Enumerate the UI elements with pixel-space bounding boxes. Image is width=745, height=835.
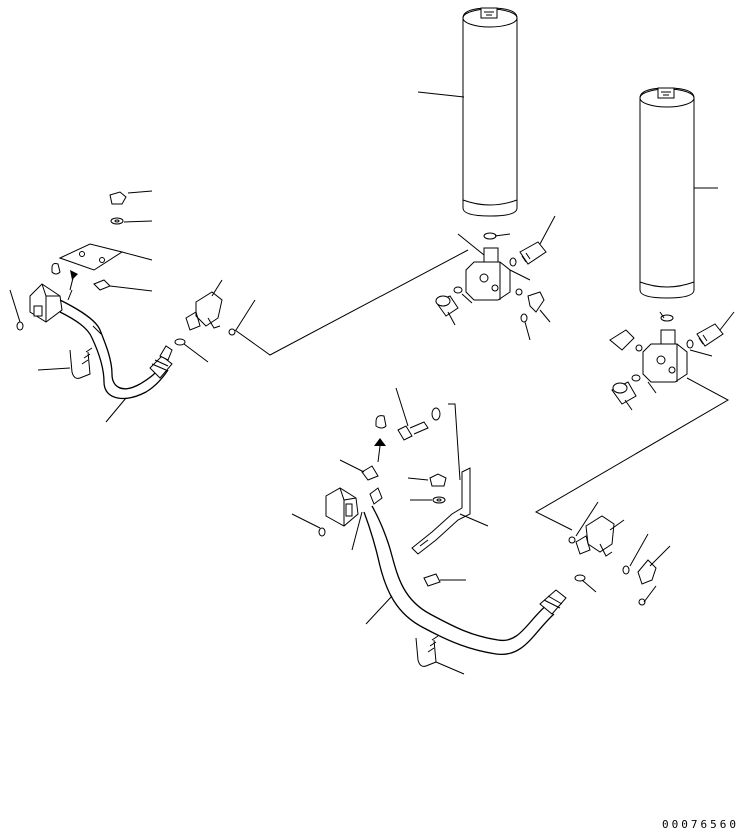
seal-ring-lower-5 xyxy=(638,598,646,606)
leader-line xyxy=(447,311,456,326)
leader-line xyxy=(457,233,485,256)
leader-line xyxy=(351,511,363,551)
leader-line xyxy=(211,279,223,297)
leader-line xyxy=(539,309,551,323)
hose-end-lower xyxy=(539,589,567,615)
leader-line xyxy=(291,513,321,529)
valve-block-right xyxy=(642,314,688,383)
leader-line xyxy=(105,397,127,423)
leader-line xyxy=(365,595,393,625)
leader-line xyxy=(689,349,713,357)
arrow-left xyxy=(69,270,78,291)
bolt-lower xyxy=(397,421,429,441)
elbow-lower xyxy=(637,559,657,585)
clip-lower-top xyxy=(361,465,379,481)
leader-line xyxy=(183,343,209,363)
leader-line xyxy=(524,321,531,341)
seal-ring-lower-2 xyxy=(568,536,576,544)
seal-ring-left xyxy=(174,338,186,346)
seal-ring-lower-4 xyxy=(622,565,630,575)
connection-line xyxy=(448,403,461,481)
harness-lower-outer xyxy=(363,511,555,655)
leader-line xyxy=(643,585,657,603)
leader-line xyxy=(539,215,556,245)
grommet-lower xyxy=(375,415,387,429)
leader-line xyxy=(461,293,473,304)
elbow-left-1 xyxy=(515,288,545,323)
u-clamp-left xyxy=(69,347,93,379)
fitting-right-1 xyxy=(686,323,724,349)
harness-left-outer xyxy=(59,311,169,400)
washer-lower-top xyxy=(431,407,441,421)
clip-left xyxy=(93,279,111,291)
leader-line xyxy=(9,289,21,323)
hose-end-left xyxy=(149,345,173,379)
nut-left xyxy=(109,191,127,205)
connection-line xyxy=(234,249,469,356)
seal-ring-left-2 xyxy=(228,328,236,336)
leader-line xyxy=(649,545,671,567)
leader-line xyxy=(609,519,625,531)
leader-line xyxy=(395,387,409,427)
leader-line xyxy=(647,381,657,394)
washer-lower xyxy=(432,496,446,504)
drawing-number: 00076560 xyxy=(662,818,739,831)
seal-ring-lower-1 xyxy=(318,527,326,537)
leader-line xyxy=(494,233,511,237)
plug-left-1 xyxy=(435,286,463,317)
arrow-lower xyxy=(374,438,386,463)
leader-line xyxy=(417,91,465,98)
u-clamp-lower xyxy=(415,635,439,667)
seal-ring-lower-3 xyxy=(574,574,586,582)
plug-right-1 xyxy=(611,374,641,405)
leader-line xyxy=(37,367,71,371)
leader-line xyxy=(629,533,649,567)
harness-joint xyxy=(92,325,102,335)
leader-line xyxy=(435,661,465,675)
seal-ring-left-3 xyxy=(16,321,24,331)
leader-line xyxy=(407,477,429,481)
bracket-plate-left xyxy=(58,243,124,271)
grommet-left xyxy=(51,263,61,275)
harness-left xyxy=(59,299,163,390)
elbow-right-1 xyxy=(609,329,643,352)
bracket-lower xyxy=(411,467,471,555)
accumulator-cylinder-right xyxy=(639,87,695,299)
leader-line xyxy=(109,285,153,292)
sensor-connector-left xyxy=(29,283,63,323)
leader-line xyxy=(575,501,599,537)
leader-line xyxy=(509,269,531,281)
leader-line xyxy=(339,459,365,473)
leader-line xyxy=(121,251,153,261)
nut-lower xyxy=(429,473,447,487)
accumulator-cylinder-left xyxy=(462,7,518,217)
leader-line xyxy=(459,513,489,527)
valve-block-left xyxy=(465,232,511,301)
leader-line xyxy=(624,399,633,411)
connection-line xyxy=(534,377,730,531)
leader-line xyxy=(67,289,73,301)
sensor-left xyxy=(185,291,223,331)
leader-line xyxy=(123,220,153,223)
washer-left xyxy=(110,217,124,225)
leader-line xyxy=(581,579,597,593)
leader-line xyxy=(719,311,735,331)
sensor-lower xyxy=(575,515,615,557)
leader-line xyxy=(235,299,256,331)
sensor-connector-lower xyxy=(325,487,359,527)
fitting-left-1 xyxy=(509,241,547,267)
leader-line xyxy=(659,311,665,319)
fitting-lower-top xyxy=(369,487,383,505)
clip-lower xyxy=(423,573,441,587)
harness-lower xyxy=(371,505,549,641)
leader-line xyxy=(127,190,153,194)
